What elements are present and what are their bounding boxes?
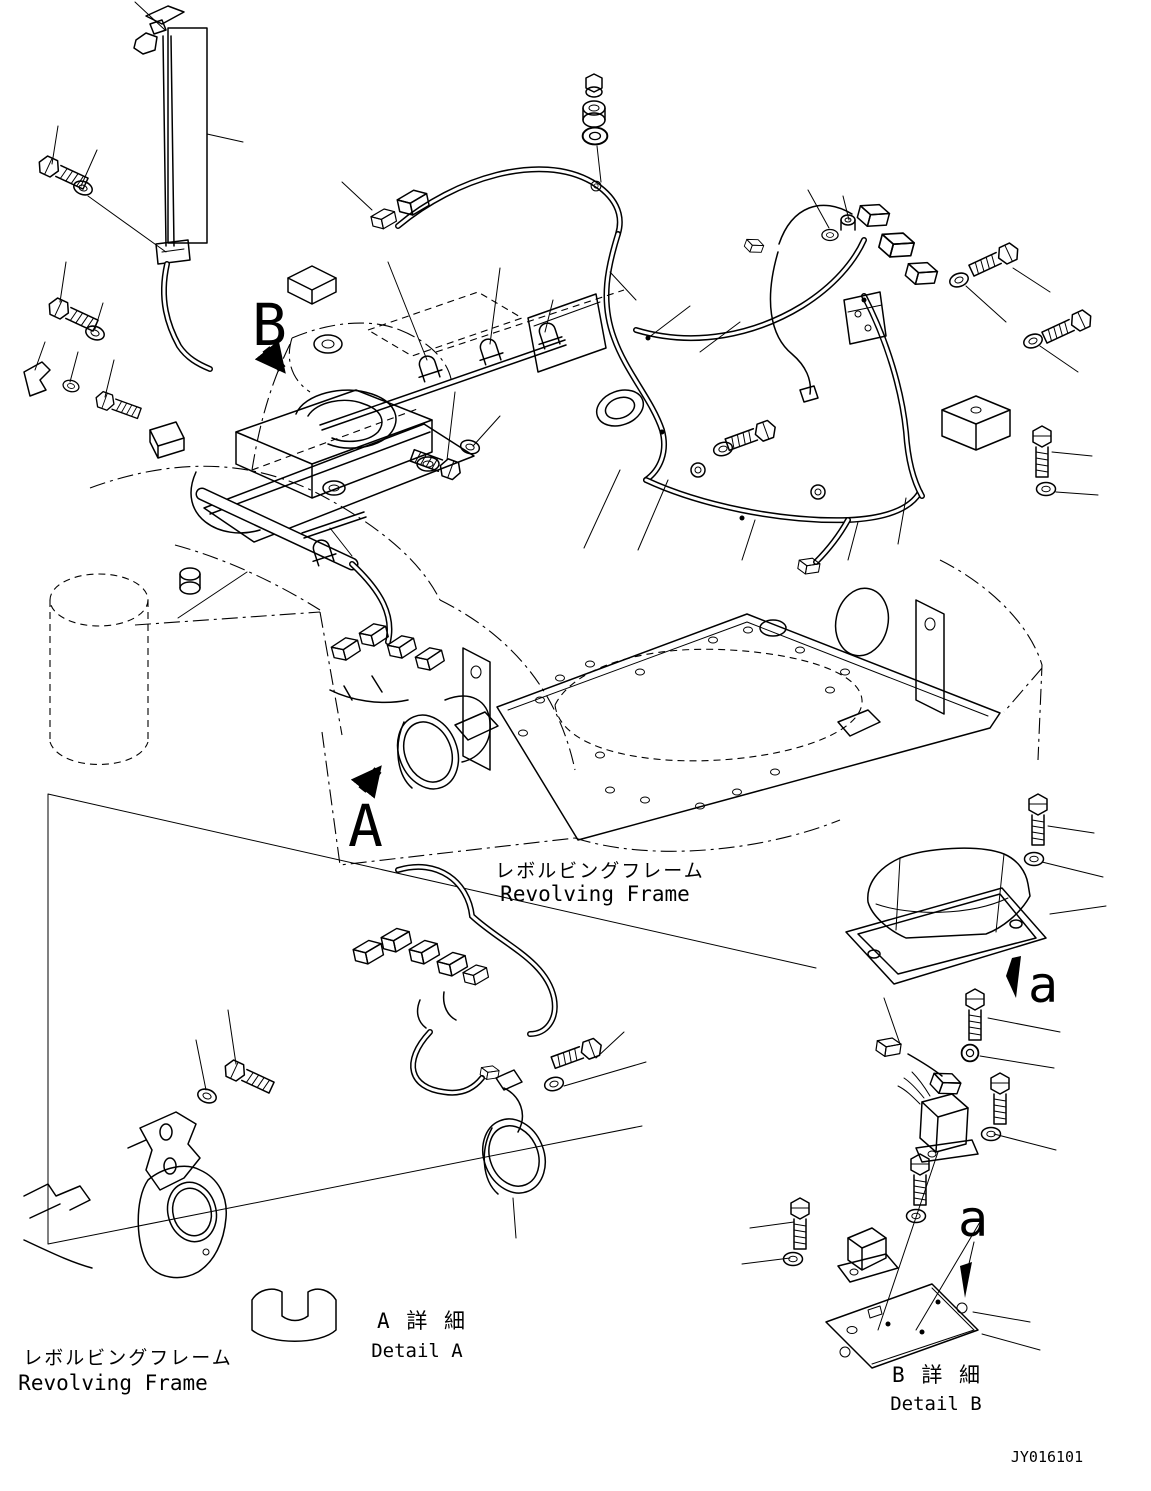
upper-frame-outline	[251, 265, 524, 471]
controller-assembly	[149, 389, 475, 571]
section-a-lower-callout: a	[958, 1190, 988, 1298]
bolt-icon	[990, 1072, 1010, 1125]
frame-label-center-en: Revolving Frame	[500, 882, 690, 906]
controller-cover	[845, 847, 1047, 985]
washer-icon	[782, 1251, 804, 1267]
clamp-icon	[412, 352, 445, 384]
horn-detail	[482, 1069, 546, 1195]
detail-b-label-jp: B 詳 細	[892, 1363, 982, 1387]
bolt-icon	[1039, 307, 1096, 347]
detail-b-view: a	[782, 793, 1058, 1369]
horn-assembly	[329, 620, 491, 790]
connector-icon	[461, 962, 491, 988]
bolt-icon	[966, 240, 1023, 280]
connector-icon	[357, 620, 391, 650]
view-a-arrow-icon	[350, 765, 382, 799]
section-a-upper-label: a	[1028, 956, 1058, 1014]
detail-a-label-en: Detail A	[371, 1340, 463, 1362]
washer-icon	[980, 1126, 1002, 1142]
washer-icon	[821, 228, 839, 242]
detail-a-label-jp: A 詳 細	[377, 1309, 467, 1333]
connector-icon	[874, 1035, 903, 1059]
right-fasteners	[941, 240, 1096, 497]
connector-icon	[876, 227, 917, 263]
frame-label-center-jp: レボルビングフレーム	[495, 860, 704, 882]
washer-icon	[195, 1085, 219, 1107]
callout-a: A	[348, 765, 383, 860]
ring-terminal-icon	[960, 1043, 980, 1063]
mounting-pad	[941, 395, 1011, 451]
controller-connector	[149, 421, 185, 459]
drawing-code: JY016101	[1011, 1448, 1083, 1466]
section-a-arrow-bottom-icon	[960, 1262, 972, 1298]
antenna-assembly	[133, 5, 213, 372]
bolt-icon	[1032, 425, 1052, 478]
view-b-arrow-icon	[254, 340, 286, 374]
section-a-lower-label: a	[958, 1190, 988, 1248]
bolt-icon	[965, 988, 985, 1041]
top-fastener-stack	[581, 73, 609, 146]
detail-b-label-en: Detail B	[890, 1393, 982, 1415]
callout-b: B	[252, 291, 287, 374]
connector-icon	[369, 206, 399, 232]
bolt-holes	[518, 626, 850, 810]
bolt-icon	[1028, 793, 1048, 846]
connector-icon	[413, 644, 447, 674]
ring-terminal-icon	[810, 484, 826, 500]
bolt-icon	[220, 1057, 277, 1097]
washer-icon	[711, 439, 735, 459]
ring-terminal-icon	[690, 462, 706, 478]
jumper-wire	[874, 1035, 964, 1100]
frame-label-left-jp: レボルビングフレーム	[23, 1347, 232, 1369]
connector-icon	[855, 199, 892, 232]
washer-icon	[61, 377, 81, 395]
frame-label-left-en: Revolving Frame	[18, 1371, 208, 1395]
mounting-pad	[287, 265, 337, 305]
washer-icon	[1021, 330, 1045, 352]
relay	[897, 1071, 979, 1163]
connector-icon	[379, 925, 414, 956]
view-a-label: A	[348, 792, 383, 860]
connector-icon	[329, 634, 363, 664]
bolt-icon	[92, 389, 143, 422]
main-wiring-harness	[349, 166, 925, 645]
bolt-icon	[44, 295, 101, 335]
leader-lines	[34, 1, 1107, 1351]
detail-a-view	[23, 793, 817, 1342]
connector-icon	[351, 937, 386, 968]
revolving-frame-outline	[49, 465, 1043, 866]
mounting-plate	[825, 1283, 979, 1369]
washer-icon	[581, 126, 609, 146]
horn-bracket	[127, 1111, 201, 1191]
clamp-icon	[473, 335, 506, 367]
connector-icon	[742, 235, 766, 257]
section-a-arrow-top-icon	[1006, 956, 1021, 998]
washer-icon	[1023, 851, 1045, 867]
connector-icon	[903, 257, 940, 290]
connector-icon	[407, 937, 442, 968]
relay	[837, 1227, 899, 1283]
ground-wire	[742, 204, 853, 403]
left-fasteners	[23, 153, 143, 422]
washer-icon	[1035, 481, 1057, 497]
bolt-icon	[549, 1036, 605, 1072]
center-clamp-group	[319, 289, 625, 431]
harness-clamp-block	[843, 291, 887, 345]
bolt-icon	[790, 1197, 810, 1250]
section-a-upper-callout: a	[1006, 956, 1058, 1014]
washer-icon	[542, 1074, 566, 1094]
labels: レボルビングフレーム Revolving Frame レボルビングフレーム Re…	[18, 860, 1083, 1466]
frame-mount	[23, 1165, 337, 1342]
connector-icon	[927, 1067, 964, 1100]
